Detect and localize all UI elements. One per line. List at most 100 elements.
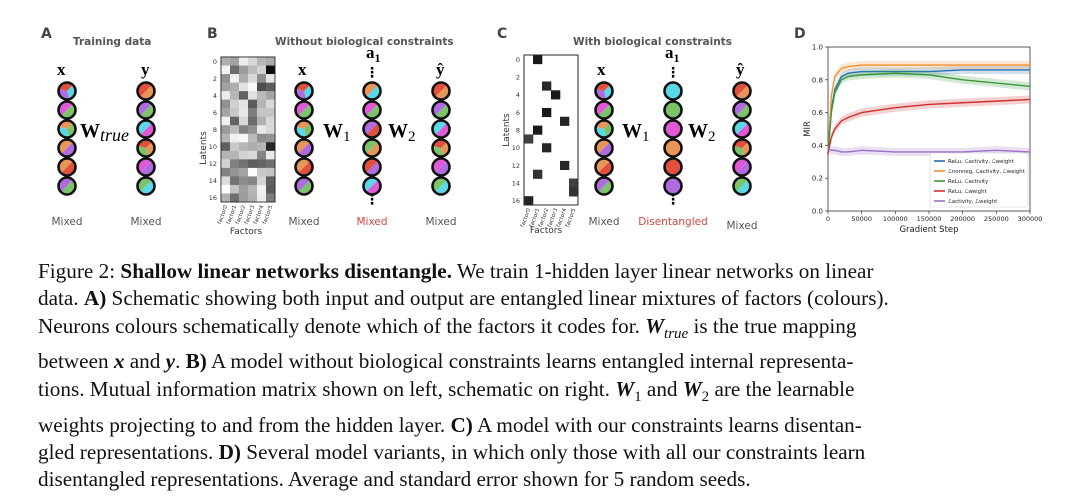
y-tick-label: 0.4 xyxy=(812,142,824,150)
matrix-ytick: 0 xyxy=(516,56,520,64)
panel-c-letter: C xyxy=(497,26,507,42)
caption-line-4: between x and y. B) A model without biol… xyxy=(38,349,854,374)
series-band xyxy=(828,65,1030,158)
neuron xyxy=(362,138,382,158)
neuron xyxy=(57,81,77,101)
matrix-ytick: 6 xyxy=(516,109,520,117)
panel-c-hidden-column: ⋮⋮ xyxy=(663,65,683,208)
neuron xyxy=(362,81,382,101)
neuron xyxy=(362,157,382,177)
neuron xyxy=(294,176,314,196)
ellipsis-top: ⋮ xyxy=(365,65,379,81)
neuron xyxy=(57,138,77,158)
caption-ref-a: A) xyxy=(83,286,107,311)
panel-b-matrix-ylabel: Latents xyxy=(199,131,209,165)
panel-b-hidden-column: ⋮⋮ xyxy=(362,65,382,208)
series-band xyxy=(828,95,1030,158)
neuron xyxy=(431,81,451,101)
panel-b-output-label: ŷ xyxy=(436,60,445,79)
matrix-ytick: 12 xyxy=(209,160,217,168)
neuron xyxy=(663,81,683,101)
x-tick-label: 150000 xyxy=(917,215,942,223)
neuron xyxy=(663,100,683,120)
figure-caption: Figure 2: Shallow linear networks disent… xyxy=(38,258,1043,494)
caption-line-1: Figure 2: Shallow linear networks disent… xyxy=(38,259,874,283)
caption-line-5: tions. Mutual information matrix shown o… xyxy=(38,376,855,406)
matrix-ytick: 16 xyxy=(512,197,520,205)
panel-c: C With biological constraints 0246810121… xyxy=(497,26,758,236)
panel-c-output-caption: Mixed xyxy=(727,220,758,232)
panel-c-hidden-caption: Disentangled xyxy=(638,216,708,228)
panel-c-hidden-label: a1 xyxy=(665,43,680,65)
neuron xyxy=(594,81,614,101)
caption-bold-title: Shallow linear networks disentangle. xyxy=(120,259,452,283)
y-tick-label: 1.0 xyxy=(812,44,823,52)
neuron xyxy=(732,138,752,158)
neuron xyxy=(431,138,451,158)
panel-c-input-column xyxy=(594,81,614,196)
caption-sym-w2: W2 xyxy=(682,376,710,406)
panel-c-input-label: x xyxy=(597,60,606,79)
caption-ref-d: D) xyxy=(218,439,241,464)
neuron xyxy=(594,119,614,139)
neuron xyxy=(663,119,683,139)
panel-c-matrix-xlabel: Factors xyxy=(530,226,563,236)
panel-b-hidden-label: a1 xyxy=(366,43,381,65)
matrix-ytick: 8 xyxy=(213,126,217,134)
neuron xyxy=(431,157,451,177)
neuron xyxy=(294,157,314,177)
matrix-ytick: 14 xyxy=(209,177,217,185)
figure: A Training data x y Wtrue Mixed Mixed B … xyxy=(41,26,1043,237)
ellipsis-bottom: ⋮ xyxy=(666,192,680,208)
matrix-ytick: 0 xyxy=(213,58,217,66)
neuron xyxy=(136,100,156,120)
series-band xyxy=(828,60,1030,158)
neuron xyxy=(431,119,451,139)
neuron xyxy=(663,176,683,196)
neuron xyxy=(362,176,382,196)
matrix-ytick: 12 xyxy=(512,162,520,170)
x-tick-label: 300000 xyxy=(1018,215,1043,223)
panel-b-mi-matrix: 0246810121416factor0factor1factor2factor… xyxy=(209,56,276,225)
x-tick-label: 250000 xyxy=(984,215,1009,223)
panel-c-title: With biological constraints xyxy=(573,36,732,48)
matrix-ytick: 6 xyxy=(213,109,217,117)
neuron xyxy=(594,138,614,158)
series-line xyxy=(827,72,1031,154)
panel-d-letter: D xyxy=(794,26,806,42)
panel-c-w1-label: W1 xyxy=(622,120,650,145)
panel-c-output-label: ŷ xyxy=(736,60,745,79)
caption-line-8: disentangled representations. Average an… xyxy=(38,467,751,492)
panel-c-mi-matrix: 0246810121416factor0factor1factor2factor… xyxy=(512,54,579,228)
legend-entry: ℒnonneg, ℒactivity, ℒweight xyxy=(948,169,1025,175)
panel-a-title: Training data xyxy=(73,36,151,48)
panel-b-letter: B xyxy=(207,26,218,42)
neuron xyxy=(136,119,156,139)
x-axis-label: Gradient Step xyxy=(899,225,958,235)
neuron xyxy=(136,138,156,158)
panel-a-output-caption: Mixed xyxy=(131,216,162,228)
neuron xyxy=(294,138,314,158)
neuron xyxy=(431,176,451,196)
neuron xyxy=(294,100,314,120)
matrix-ytick: 16 xyxy=(209,194,217,202)
legend-entry: ReLu, ℒweight xyxy=(948,189,987,195)
neuron xyxy=(294,119,314,139)
panel-c-input-caption: Mixed xyxy=(589,216,620,228)
x-tick-label: 100000 xyxy=(883,215,908,223)
panel-b-output-caption: Mixed xyxy=(426,216,457,228)
x-tick-label: 200000 xyxy=(950,215,975,223)
panel-b: B Without biological constraints 0246810… xyxy=(199,26,457,237)
caption-sym-y: y xyxy=(165,349,176,374)
panel-b-input-label: x xyxy=(298,60,307,79)
neuron xyxy=(362,119,382,139)
caption-ref-c: C) xyxy=(450,412,473,437)
neuron xyxy=(663,138,683,158)
neuron xyxy=(732,176,752,196)
panel-c-output-column xyxy=(732,81,752,196)
matrix-ytick: 4 xyxy=(516,91,520,99)
neuron xyxy=(732,100,752,120)
chart-legend xyxy=(929,152,1029,208)
panel-a-output-label: y xyxy=(141,60,150,79)
legend-entry: ℒactivity, ℒweight xyxy=(948,199,997,205)
